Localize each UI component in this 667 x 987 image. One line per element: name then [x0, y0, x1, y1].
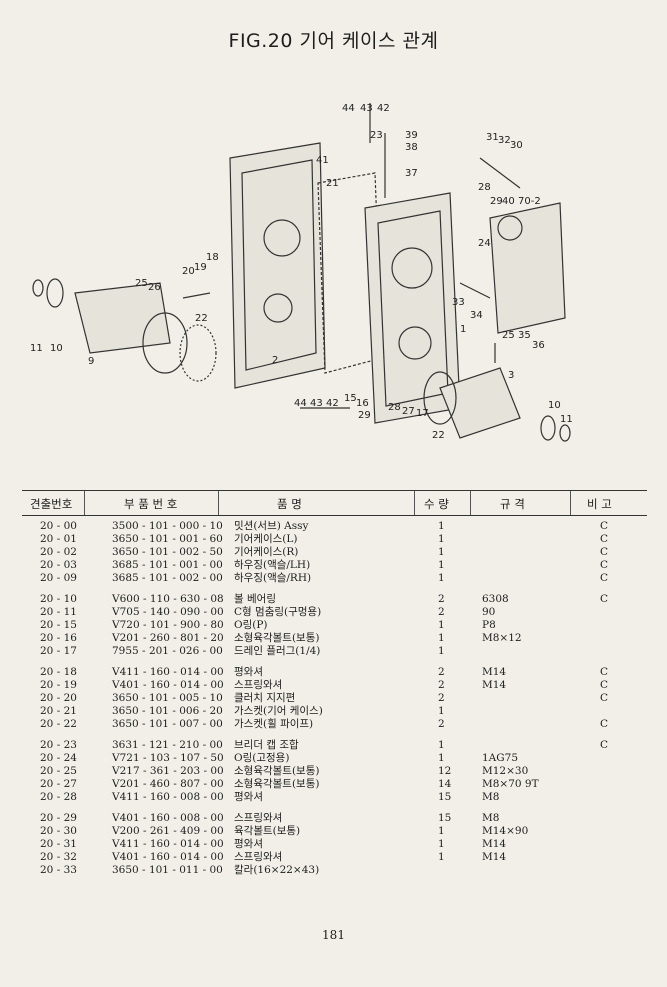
svg-text:22: 22 [195, 313, 208, 324]
svg-text:29: 29 [358, 410, 371, 421]
svg-text:36: 36 [532, 340, 545, 351]
svg-text:9: 9 [88, 356, 94, 367]
svg-text:3: 3 [508, 370, 514, 381]
svg-text:41: 41 [316, 155, 329, 166]
svg-text:29: 29 [490, 196, 503, 207]
svg-text:21: 21 [326, 178, 339, 189]
svg-text:10: 10 [50, 343, 63, 354]
svg-text:43: 43 [310, 398, 323, 409]
svg-text:16: 16 [356, 398, 369, 409]
svg-text:27: 27 [402, 406, 415, 417]
svg-text:39: 39 [405, 130, 418, 141]
svg-text:24: 24 [478, 238, 491, 249]
header-name: 품 명 [277, 497, 302, 511]
svg-text:28: 28 [388, 402, 401, 413]
svg-text:31: 31 [486, 132, 499, 143]
svg-text:25: 25 [135, 278, 148, 289]
svg-text:1: 1 [460, 324, 466, 335]
svg-text:19: 19 [194, 262, 207, 273]
svg-text:20: 20 [182, 266, 195, 277]
svg-text:11: 11 [560, 414, 573, 425]
svg-text:42: 42 [326, 398, 339, 409]
svg-text:2: 2 [272, 355, 278, 366]
svg-text:10: 10 [548, 400, 561, 411]
svg-text:22: 22 [432, 430, 445, 441]
svg-text:44: 44 [342, 103, 355, 114]
svg-text:23: 23 [370, 130, 383, 141]
svg-text:26: 26 [148, 282, 161, 293]
svg-text:25: 25 [502, 330, 515, 341]
svg-text:34: 34 [470, 310, 483, 321]
table-header: 견출번호 부 품 번 호 품 명 수 량 규 격 비 고 [22, 490, 647, 516]
svg-text:40: 40 [502, 196, 515, 207]
header-part-no: 부 품 번 호 [124, 497, 178, 511]
svg-text:33: 33 [452, 297, 465, 308]
page-number: 181 [322, 928, 345, 942]
header-no: 견출번호 [30, 497, 73, 511]
svg-text:37: 37 [405, 168, 418, 179]
svg-text:43: 43 [360, 103, 373, 114]
header-qty: 수 량 [424, 497, 449, 511]
svg-text:17: 17 [416, 408, 429, 419]
svg-text:42: 42 [377, 103, 390, 114]
header-spec: 규 격 [500, 497, 525, 511]
svg-text:70-2: 70-2 [518, 196, 541, 207]
svg-text:28: 28 [478, 182, 491, 193]
page-title: FIG.20 기어 케이스 관계 [228, 30, 439, 52]
svg-text:11: 11 [30, 343, 43, 354]
svg-text:30: 30 [510, 140, 523, 151]
svg-text:44: 44 [294, 398, 307, 409]
svg-text:38: 38 [405, 142, 418, 153]
svg-text:15: 15 [344, 393, 357, 404]
svg-text:18: 18 [206, 252, 219, 263]
svg-text:32: 32 [498, 135, 511, 146]
exploded-diagram: 11 10 9 25 26 20 19 18 22 2 41 21 44 43 … [30, 103, 573, 442]
svg-text:35: 35 [518, 330, 531, 341]
header-remark: 비 고 [587, 497, 612, 511]
